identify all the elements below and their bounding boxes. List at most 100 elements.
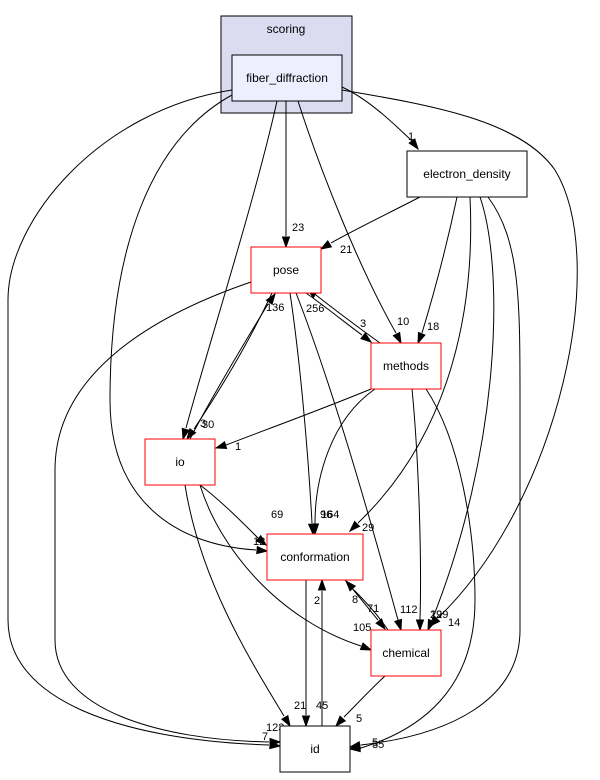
edge-io-to-chemical: 105 bbox=[199, 484, 373, 651]
edge-label[interactable]: 30 bbox=[202, 419, 214, 431]
node-pose[interactable]: pose bbox=[250, 246, 322, 294]
edge-pose-to-chemical: 112 bbox=[295, 292, 418, 632]
node-id-label: id bbox=[310, 742, 319, 756]
edge-line bbox=[421, 196, 458, 334]
edge-line bbox=[431, 196, 495, 621]
edge-label[interactable]: 1 bbox=[408, 131, 414, 143]
edge-line bbox=[305, 292, 363, 336]
edge-arrowhead bbox=[359, 642, 373, 651]
edge-arrowhead bbox=[310, 523, 320, 536]
edge-label[interactable]: 3 bbox=[360, 318, 366, 330]
edge-arrowhead bbox=[344, 579, 357, 592]
edge-line bbox=[199, 484, 259, 539]
edge-arrowhead bbox=[415, 619, 425, 632]
edge-methods-to-id: 35 bbox=[348, 388, 476, 753]
edge-electron-density-to-chemical: 29 bbox=[427, 196, 495, 632]
edge-label[interactable]: 96 bbox=[320, 509, 332, 521]
node-conformation-label: conformation bbox=[280, 550, 349, 564]
edge-label[interactable]: 136 bbox=[266, 302, 284, 314]
node-fiber-diffraction[interactable]: fiber_diffraction bbox=[231, 54, 343, 102]
edge-label[interactable]: 23 bbox=[292, 222, 304, 234]
edge-chemical-to-conformation: 8 bbox=[344, 579, 389, 631]
edge-label[interactable]: 1 bbox=[235, 441, 241, 453]
edge-label[interactable]: 112 bbox=[400, 604, 418, 616]
edge-fiber-diffraction-to-io: 3 bbox=[181, 100, 278, 441]
edge-label[interactable]: 14 bbox=[448, 617, 460, 629]
edge-label[interactable]: 7 bbox=[262, 731, 268, 743]
edge-fiber-diffraction-to-pose: 23 bbox=[281, 101, 304, 249]
edge-label[interactable]: 3 bbox=[200, 418, 206, 430]
edge-label[interactable]: 256 bbox=[306, 303, 324, 315]
edge-line bbox=[343, 675, 386, 718]
edge-methods-to-pose: 256 bbox=[305, 288, 381, 344]
edge-arrowhead bbox=[360, 332, 373, 343]
node-methods-label: methods bbox=[383, 359, 429, 373]
edge-arrowhead bbox=[269, 737, 282, 747]
edge-pose-to-methods: 3 bbox=[305, 292, 373, 343]
edge-io-to-id: 21 bbox=[184, 484, 306, 728]
edge-arrowhead bbox=[256, 545, 269, 555]
edge-line bbox=[357, 196, 472, 524]
node-id[interactable]: id bbox=[279, 725, 351, 773]
node-io[interactable]: io bbox=[144, 438, 216, 486]
edge-methods-to-chemical: 129 bbox=[411, 388, 448, 632]
node-io-label: io bbox=[175, 455, 185, 469]
edge-line bbox=[54, 281, 270, 743]
edge-line bbox=[330, 196, 421, 244]
edge-line bbox=[353, 589, 389, 631]
edge-arrowhead bbox=[408, 138, 419, 151]
edge-methods-to-io: 1 bbox=[214, 388, 372, 453]
edge-line bbox=[295, 292, 399, 621]
edge-line bbox=[360, 388, 476, 749]
edge-label[interactable]: 2 bbox=[314, 595, 320, 607]
edge-label[interactable]: 71 bbox=[367, 603, 379, 615]
edge-electron-density-to-pose: 21 bbox=[319, 196, 421, 256]
edge-label[interactable]: 8 bbox=[352, 594, 358, 606]
edge-label[interactable]: 105 bbox=[353, 622, 371, 634]
cluster-scoring-label: scoring bbox=[267, 22, 306, 36]
edge-conformation-to-id: 45 bbox=[301, 580, 328, 728]
edge-line bbox=[314, 388, 376, 524]
edge-arrowhead bbox=[281, 236, 291, 249]
edge-methods-to-conformation: 96 bbox=[310, 388, 376, 536]
node-electron-density[interactable]: electron_density bbox=[406, 150, 528, 198]
edge-line bbox=[289, 292, 313, 524]
edge-label[interactable]: 129 bbox=[430, 609, 448, 621]
edge-line bbox=[199, 484, 362, 647]
node-conformation[interactable]: conformation bbox=[266, 533, 364, 581]
edge-arrowhead bbox=[255, 534, 268, 546]
edge-arrowhead bbox=[427, 618, 436, 632]
node-methods[interactable]: methods bbox=[370, 342, 442, 390]
edge-label[interactable]: 10 bbox=[397, 316, 409, 328]
edge-line bbox=[360, 196, 521, 746]
edge-arrowhead bbox=[334, 715, 347, 728]
edge-pose-to-conformation: 164 bbox=[289, 292, 339, 536]
edge-arrowhead bbox=[317, 578, 327, 591]
edge-label[interactable]: 29 bbox=[430, 609, 442, 621]
edge-fiber-diffraction-to-methods: 10 bbox=[297, 100, 409, 345]
edge-arrowhead bbox=[280, 714, 291, 728]
node-pose-label: pose bbox=[273, 263, 299, 277]
edge-id-to-conformation: 2 bbox=[314, 578, 327, 726]
edge-label[interactable]: 69 bbox=[271, 509, 283, 521]
edge-line bbox=[184, 484, 285, 717]
edge-label[interactable]: 35 bbox=[372, 739, 384, 751]
edge-label[interactable]: 18 bbox=[427, 321, 439, 333]
edge-arrowhead bbox=[417, 331, 426, 345]
edge-arrowhead bbox=[392, 331, 402, 345]
node-chemical[interactable]: chemical bbox=[370, 629, 442, 677]
edge-label[interactable]: 21 bbox=[340, 244, 352, 256]
edge-line bbox=[315, 294, 381, 344]
edge-label[interactable]: 164 bbox=[321, 509, 339, 521]
edge-arrowhead bbox=[301, 715, 311, 728]
edge-label[interactable]: 5 bbox=[356, 713, 362, 725]
edge-chemical-to-id: 5 bbox=[334, 675, 386, 728]
edge-line bbox=[185, 100, 278, 429]
edge-label[interactable]: 21 bbox=[294, 700, 306, 712]
edge-line bbox=[189, 303, 269, 440]
edge-fiber-diffraction-to-id: 7 bbox=[7, 89, 282, 750]
edge-line bbox=[193, 292, 273, 430]
edge-io-to-pose: 136 bbox=[189, 292, 284, 440]
edge-line bbox=[411, 388, 422, 621]
